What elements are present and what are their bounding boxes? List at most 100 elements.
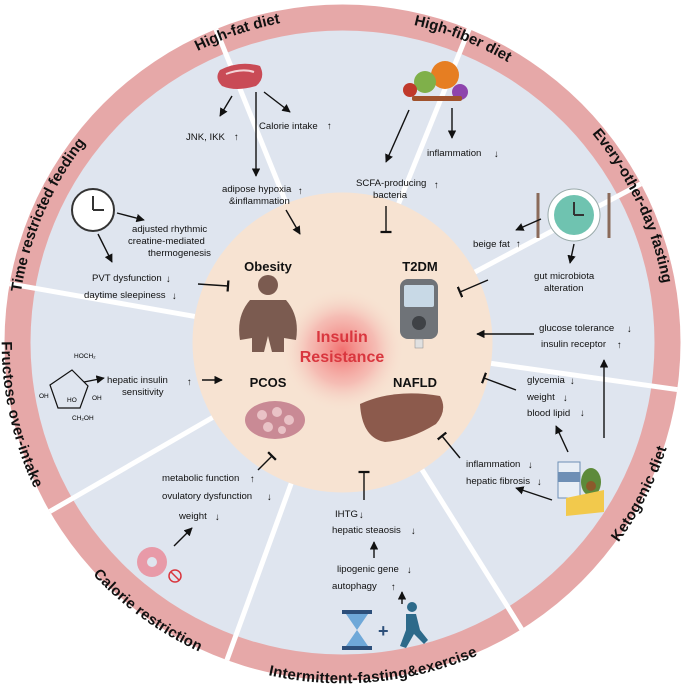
runner-icon bbox=[400, 602, 428, 648]
hf-hypoxia-line2: &inflammation bbox=[229, 196, 290, 207]
trf-arrow-pvt bbox=[97, 233, 113, 263]
keto-receptor-arrow: ↑ bbox=[617, 340, 622, 351]
ife-ihtg-arrow: ↓ bbox=[359, 510, 364, 521]
hf-hypoxia-line1: adipose hypoxia bbox=[222, 184, 292, 195]
sector-divider-4 bbox=[419, 468, 524, 631]
cr-weight-arrow: ↓ bbox=[215, 512, 220, 523]
hfib-arrow-scfa bbox=[385, 109, 410, 163]
sector-dividers bbox=[9, 28, 678, 661]
keto-lipid-text: blood lipid bbox=[527, 408, 570, 419]
eod-gut-line2: alteration bbox=[544, 283, 583, 294]
svg-text:HO: HO bbox=[67, 397, 77, 404]
ife-ihtg-text: IHTG bbox=[335, 509, 358, 520]
trf-adj-line3: thermogenesis bbox=[148, 248, 211, 259]
vegetables-icon bbox=[403, 61, 468, 101]
hfib-scfa-arrow: ↑ bbox=[434, 180, 439, 191]
hfib-scfa-line2: bacteria bbox=[373, 190, 408, 201]
hf-hypoxia-arrow: ↑ bbox=[298, 186, 303, 197]
obesity-figure-icon bbox=[239, 275, 297, 352]
keto-receptor-text: insulin receptor bbox=[541, 339, 607, 350]
svg-text:OH: OH bbox=[92, 395, 102, 402]
sector-divider-5 bbox=[224, 482, 294, 661]
cr-ovulatory-text: ovulatory dysfunction bbox=[162, 491, 252, 502]
trf-arrow-adjusted bbox=[116, 212, 145, 223]
hfib-inflammation-arrow: ↓ bbox=[494, 149, 499, 160]
center-glow bbox=[280, 288, 405, 412]
keto-arrow-glycemia bbox=[555, 425, 569, 453]
liver-icon bbox=[360, 393, 444, 442]
clock-icon bbox=[71, 188, 115, 232]
fr-hepatic-arrow: ↑ bbox=[187, 377, 192, 388]
hf-jnk-text: JNK, IKK bbox=[186, 132, 226, 143]
trf-sleep-text: daytime sleepiness bbox=[84, 290, 166, 301]
hf-calorie-text: Calorie intake bbox=[259, 121, 318, 132]
keto-inflammation-arrow: ↓ bbox=[528, 460, 533, 471]
ife-autophagy-text: autophagy bbox=[332, 581, 377, 592]
plus-icon: + bbox=[378, 621, 389, 641]
ife-lipogenic-arrow: ↓ bbox=[407, 565, 412, 576]
sector-divider-6 bbox=[48, 415, 214, 514]
trf-pvt-arrow: ↓ bbox=[166, 274, 171, 285]
cr-metabolic-arrow: ↑ bbox=[250, 474, 255, 485]
center-title-line2: Resistance bbox=[300, 349, 385, 366]
cr-weight-text: weight bbox=[178, 511, 207, 522]
trf-inhibit-obesity bbox=[197, 280, 230, 292]
hf-jnk-arrow: ↑ bbox=[234, 132, 239, 143]
label-t2dm: T2DM bbox=[402, 259, 437, 274]
cr-metabolic-text: metabolic function bbox=[162, 473, 239, 484]
label-obesity: Obesity bbox=[244, 259, 292, 274]
keto-inflammation-text: inflammation bbox=[466, 459, 520, 470]
eod-gut-line1: gut microbiota bbox=[534, 271, 595, 282]
hfib-inflammation-text: inflammation bbox=[427, 148, 481, 159]
keto-weight-text: weight bbox=[526, 392, 555, 403]
keto-arrow-inflammation bbox=[515, 486, 553, 501]
ovary-icon bbox=[245, 401, 305, 439]
trf-sleep-arrow: ↓ bbox=[172, 291, 177, 302]
keto-fibrosis-arrow: ↓ bbox=[537, 477, 542, 488]
keto-foods-icon bbox=[557, 461, 604, 516]
label-pcos: PCOS bbox=[250, 375, 287, 390]
fr-hepatic-line2: sensitivity bbox=[122, 387, 164, 398]
keto-lipid-arrow: ↓ bbox=[580, 408, 585, 419]
keto-inhibit-nafld-2 bbox=[436, 431, 461, 459]
keto-glucose-arrow: ↓ bbox=[627, 324, 632, 335]
eod-inhibit-t2dm bbox=[456, 279, 489, 298]
label-nafld: NAFLD bbox=[393, 375, 437, 390]
hf-arrow-calorie bbox=[263, 91, 291, 113]
eod-arrow-beige bbox=[515, 218, 542, 231]
keto-weight-arrow: ↓ bbox=[563, 393, 568, 404]
cr-arrow-weight bbox=[173, 527, 193, 547]
trf-adj-line1: adjusted rhythmic bbox=[132, 224, 207, 235]
eod-beige-text: beige fat bbox=[473, 239, 510, 250]
keto-inhibit-nafld bbox=[480, 372, 517, 391]
fructose-molecule-icon: HOCH₂ OH HO OH CH₂OH bbox=[39, 353, 102, 422]
plate-clock-icon bbox=[536, 188, 611, 242]
center-title-line1: Insulin bbox=[316, 329, 368, 346]
sector-divider-1 bbox=[396, 28, 472, 205]
hf-arrow-obesity bbox=[285, 209, 301, 235]
ife-lipogenic-text: lipogenic gene bbox=[337, 564, 399, 575]
sector-divider-7 bbox=[9, 281, 196, 319]
keto-glucose-text: glucose tolerance bbox=[539, 323, 614, 334]
svg-text:CH₂OH: CH₂OH bbox=[72, 415, 94, 422]
trf-pvt-text: PVT dysfunction bbox=[92, 273, 162, 284]
trf-adj-line2: creatine-mediated bbox=[128, 236, 205, 247]
svg-text:OH: OH bbox=[39, 393, 49, 400]
steak-icon bbox=[217, 63, 263, 89]
hourglass-icon bbox=[342, 610, 372, 650]
ife-steatosis-text: hepatic steaosis bbox=[332, 525, 401, 536]
ife-steatosis-arrow: ↓ bbox=[411, 526, 416, 537]
sector-divider-0 bbox=[213, 28, 289, 205]
hf-arrow-jnk bbox=[219, 95, 233, 117]
ife-autophagy-arrow: ↑ bbox=[391, 582, 396, 593]
cr-ovulatory-arrow: ↓ bbox=[267, 492, 272, 503]
hf-calorie-arrow: ↑ bbox=[327, 121, 332, 132]
keto-glycemia-arrow: ↓ bbox=[570, 376, 575, 387]
glucose-meter-icon bbox=[400, 279, 438, 349]
eod-beige-arrow: ↑ bbox=[516, 239, 521, 250]
cr-inhibit-pcos bbox=[257, 451, 277, 471]
fr-arrow-hepatic bbox=[83, 375, 105, 384]
eod-arrow-gut bbox=[567, 243, 576, 264]
